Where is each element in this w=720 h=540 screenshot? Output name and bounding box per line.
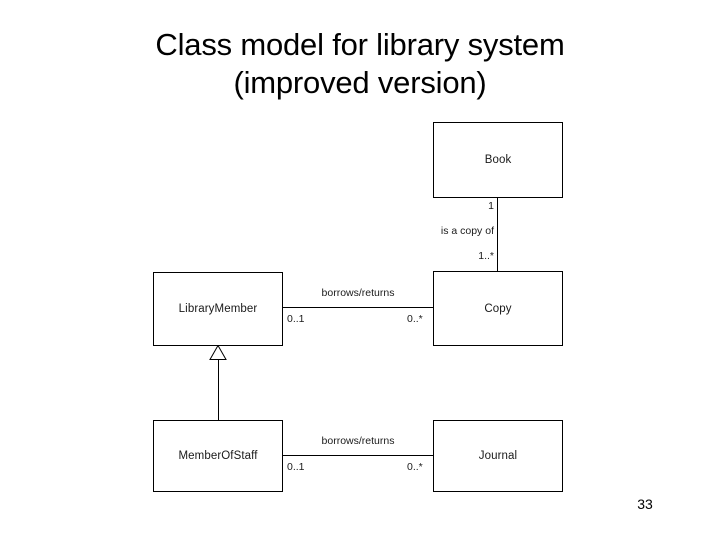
page-number: 33 [637, 496, 653, 512]
class-box-library-member[interactable]: LibraryMember [153, 272, 283, 346]
multiplicity-member-of-staff-end: 0..1 [287, 461, 305, 473]
association-label-is-a-copy-of: is a copy of [440, 225, 494, 237]
multiplicity-book-end: 1 [488, 200, 494, 212]
multiplicity-journal-end: 0..* [407, 461, 423, 473]
page-title: Class model for library system (improved… [155, 27, 565, 100]
multiplicity-copy-end-vertical: 1..* [478, 250, 494, 262]
class-name-member-of-staff: MemberOfStaff [178, 450, 258, 462]
generalization-hollow-triangle-icon [209, 345, 227, 360]
class-name-book: Book [484, 154, 512, 166]
association-line-book-copy [497, 198, 498, 271]
class-box-member-of-staff[interactable]: MemberOfStaff [153, 420, 283, 492]
class-name-copy: Copy [484, 302, 512, 315]
multiplicity-library-member-end: 0..1 [287, 313, 305, 325]
association-line-member-of-staff-journal [283, 455, 433, 456]
class-box-copy[interactable]: Copy [433, 271, 563, 346]
class-box-journal[interactable]: Journal [433, 420, 563, 492]
class-name-library-member: LibraryMember [178, 303, 258, 315]
generalization-line-staff-member [218, 359, 219, 420]
class-name-journal: Journal [478, 450, 518, 462]
multiplicity-copy-end-horizontal: 0..* [407, 313, 423, 325]
association-line-library-member-copy [283, 307, 433, 308]
association-label-borrows-returns-bottom: borrows/returns [321, 435, 395, 447]
class-box-book[interactable]: Book [433, 122, 563, 198]
association-label-borrows-returns-top: borrows/returns [321, 287, 395, 299]
